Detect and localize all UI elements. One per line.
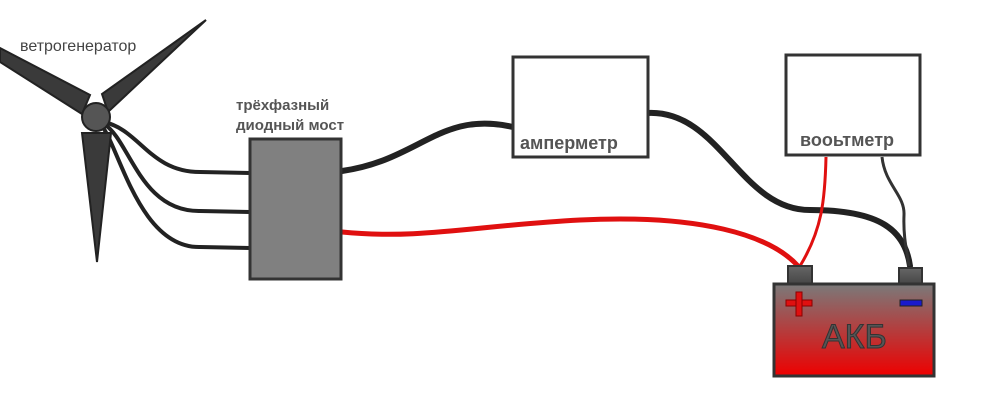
wire-ammeter-to-battery-negative [645,109,913,269]
battery-label: АКБ [822,318,888,357]
voltmeter-box [784,53,922,157]
phase-wire-2 [102,122,251,214]
battery [772,265,936,378]
diode-bridge-label-line1: трёхфазный [236,97,330,114]
hub [81,102,111,132]
ammeter-box [511,55,650,159]
wire-bridge-to-ammeter [339,120,516,174]
diode-bridge-label-line2: диодный мост [236,117,345,134]
battery-body [772,282,936,378]
diode-bridge-box [248,137,343,281]
ammeter-label: амперметр [520,133,618,153]
generator-wires [100,120,251,250]
blade-right [100,19,207,114]
battery-terminal-negative [898,267,923,286]
phase-wire-3 [100,124,251,250]
voltmeter-label: вооьтметр [800,130,895,150]
minus-icon [899,299,923,307]
battery-terminal-positive [787,265,813,286]
wire-voltmeter-positive [798,156,828,267]
plus-icon [785,291,813,317]
tower [80,132,113,263]
phase-wire-1 [103,120,251,175]
wire-bridge-to-battery-positive [339,216,801,269]
wire-voltmeter-negative [880,156,911,267]
blade-left [0,46,92,116]
wind-turbine-label: ветрогенератор [20,38,137,55]
wind-turbine-icon [0,19,207,263]
